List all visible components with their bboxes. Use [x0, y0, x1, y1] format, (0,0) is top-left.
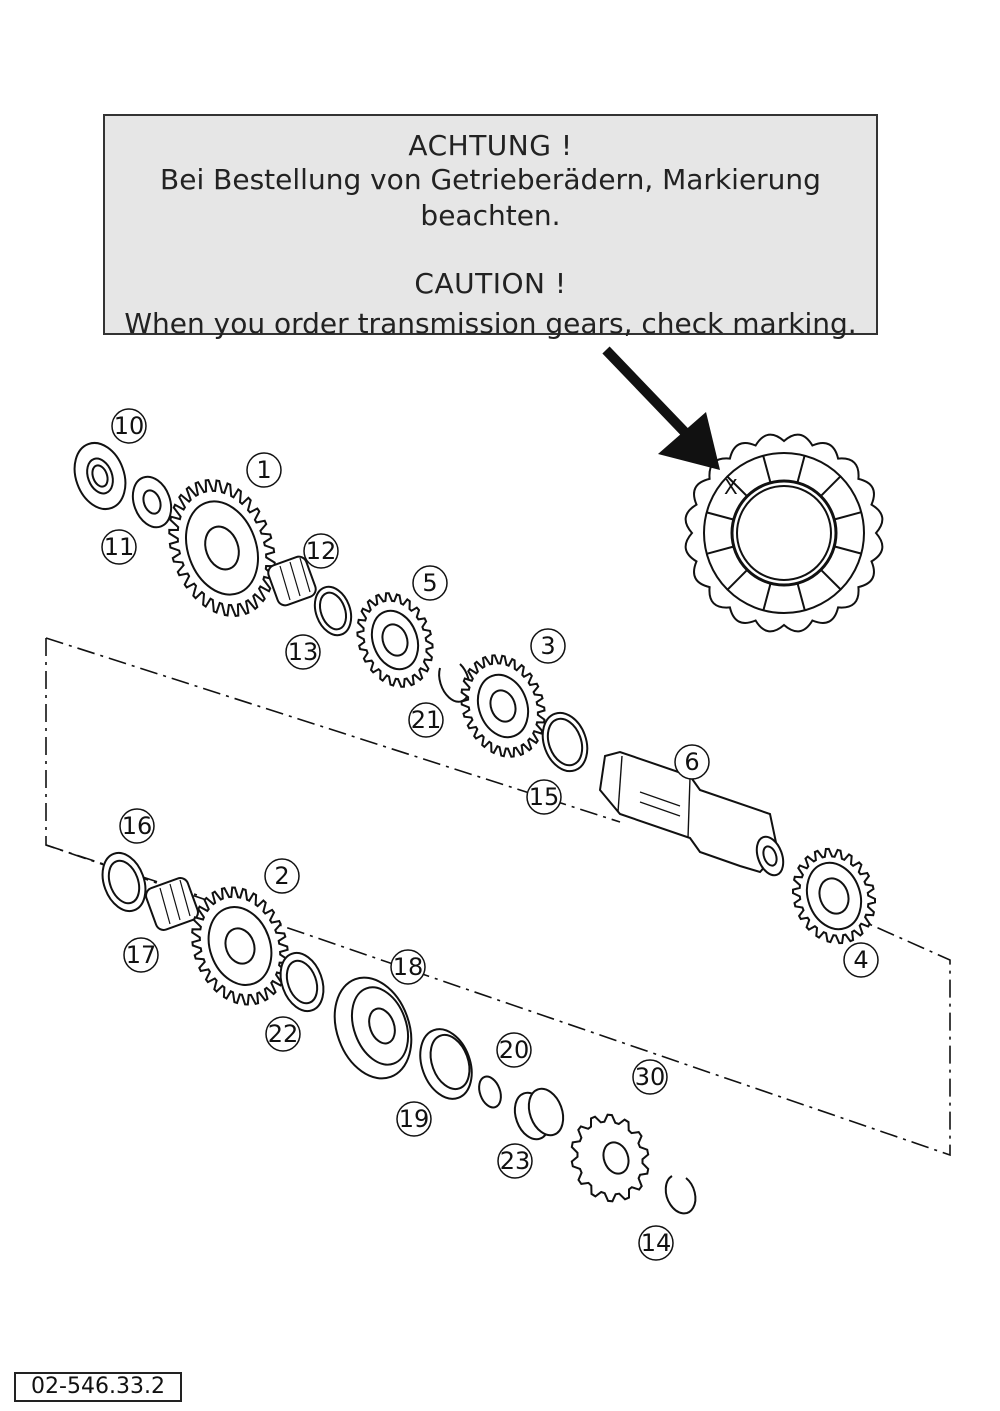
- callout-11: 11: [101, 529, 137, 565]
- detail-gear-spoke: [706, 511, 734, 521]
- detail-gear-spoke: [833, 511, 862, 521]
- svg-text:15: 15: [529, 783, 560, 811]
- svg-text:23: 23: [500, 1147, 531, 1175]
- svg-text:17: 17: [126, 941, 157, 969]
- callout-20: 20: [496, 1032, 532, 1068]
- warning-text-en: When you order transmission gears, check…: [124, 307, 857, 340]
- callout-30: 30: [632, 1059, 668, 1095]
- gear-2: [191, 886, 289, 1006]
- parts-upper: [73, 442, 876, 945]
- callout-16: 16: [119, 808, 155, 844]
- washer-13: [313, 585, 353, 637]
- bushing-21: [513, 1087, 565, 1141]
- callout-14: 14: [638, 1225, 674, 1261]
- gear-4: [792, 847, 876, 945]
- svg-text:2: 2: [274, 862, 289, 890]
- callout-6: 6: [674, 744, 710, 780]
- svg-text:12: 12: [306, 537, 337, 565]
- svg-text:22: 22: [268, 1020, 299, 1048]
- svg-text:18: 18: [393, 953, 424, 981]
- needle-bearing-17: [145, 877, 199, 931]
- svg-text:10: 10: [114, 412, 145, 440]
- detail-gear-spoke: [726, 475, 748, 498]
- callout-10: 10: [111, 408, 147, 444]
- detail-gear-spoke: [726, 569, 749, 591]
- callout-17: 17: [123, 937, 159, 973]
- callout-4: 4: [843, 942, 879, 978]
- detail-gear-spoke: [762, 455, 772, 484]
- svg-text:6: 6: [684, 748, 699, 776]
- reference-code: 02-546.33.2: [14, 1372, 182, 1402]
- callout-5: 5: [412, 565, 448, 601]
- detail-gear-spoke: [834, 545, 862, 555]
- svg-text:30: 30: [635, 1063, 666, 1091]
- detail-gear-spoke: [706, 545, 735, 555]
- svg-text:16: 16: [122, 812, 153, 840]
- svg-text:11: 11: [104, 533, 135, 561]
- detail-gear-spoke: [819, 475, 842, 497]
- detail-gear-spoke: [796, 582, 806, 611]
- washer-11: [131, 475, 173, 529]
- svg-text:14: 14: [641, 1229, 672, 1257]
- callouts: 10 1 11 12 5 13 3 21 6 15 16 2 17 4 18 2…: [101, 408, 879, 1261]
- warning-box: ACHTUNG ! Bei Bestellung von Getrieberäd…: [103, 114, 878, 340]
- warning-title-en: CAUTION !: [414, 267, 567, 300]
- svg-text:1: 1: [256, 456, 271, 484]
- svg-text:3: 3: [540, 632, 555, 660]
- washer-15: [541, 711, 589, 773]
- callout-12: 12: [303, 533, 339, 569]
- svg-text:19: 19: [399, 1105, 430, 1133]
- washer-16: [101, 851, 147, 913]
- needle-bearing-12: [267, 555, 317, 607]
- svg-text:20: 20: [499, 1036, 530, 1064]
- circlip-22: [438, 663, 471, 703]
- svg-text:21: 21: [411, 706, 442, 734]
- marking-arrow: [602, 346, 720, 470]
- parts-lower: [101, 851, 697, 1215]
- callout-13: 13: [285, 634, 321, 670]
- o-ring-20: [478, 1075, 502, 1109]
- svg-text:13: 13: [288, 638, 319, 666]
- detail-mark: X: [724, 475, 738, 499]
- detail-gear: X: [684, 433, 884, 633]
- warning-text-de: Bei Bestellung von Getrieberädern, Marki…: [160, 163, 821, 232]
- callout-19: 19: [396, 1101, 432, 1137]
- callout-1: 1: [246, 452, 282, 488]
- gear-1: [168, 479, 276, 617]
- gear-3: [460, 654, 546, 758]
- callout-15: 15: [526, 779, 562, 815]
- spacer-19: [419, 1028, 473, 1100]
- detail-gear-spoke: [796, 455, 806, 483]
- sprocket-30: [570, 1113, 650, 1203]
- warning-title-de: ACHTUNG !: [408, 129, 573, 162]
- svg-text:5: 5: [422, 569, 437, 597]
- bearing-10: [73, 442, 127, 510]
- detail-gear-spoke: [762, 583, 772, 611]
- bearing-18: [333, 976, 413, 1080]
- callout-23: 22: [265, 1016, 301, 1052]
- callout-18: 18: [390, 949, 426, 985]
- gear-5: [356, 592, 434, 688]
- callout-21: 23: [497, 1143, 533, 1179]
- washer-23: [279, 951, 325, 1013]
- svg-text:4: 4: [853, 946, 868, 974]
- callout-2: 2: [264, 858, 300, 894]
- circlip-14: [664, 1175, 697, 1215]
- callout-3: 3: [530, 628, 566, 664]
- detail-gear-spoke: [820, 568, 842, 591]
- callout-22: 21: [408, 702, 444, 738]
